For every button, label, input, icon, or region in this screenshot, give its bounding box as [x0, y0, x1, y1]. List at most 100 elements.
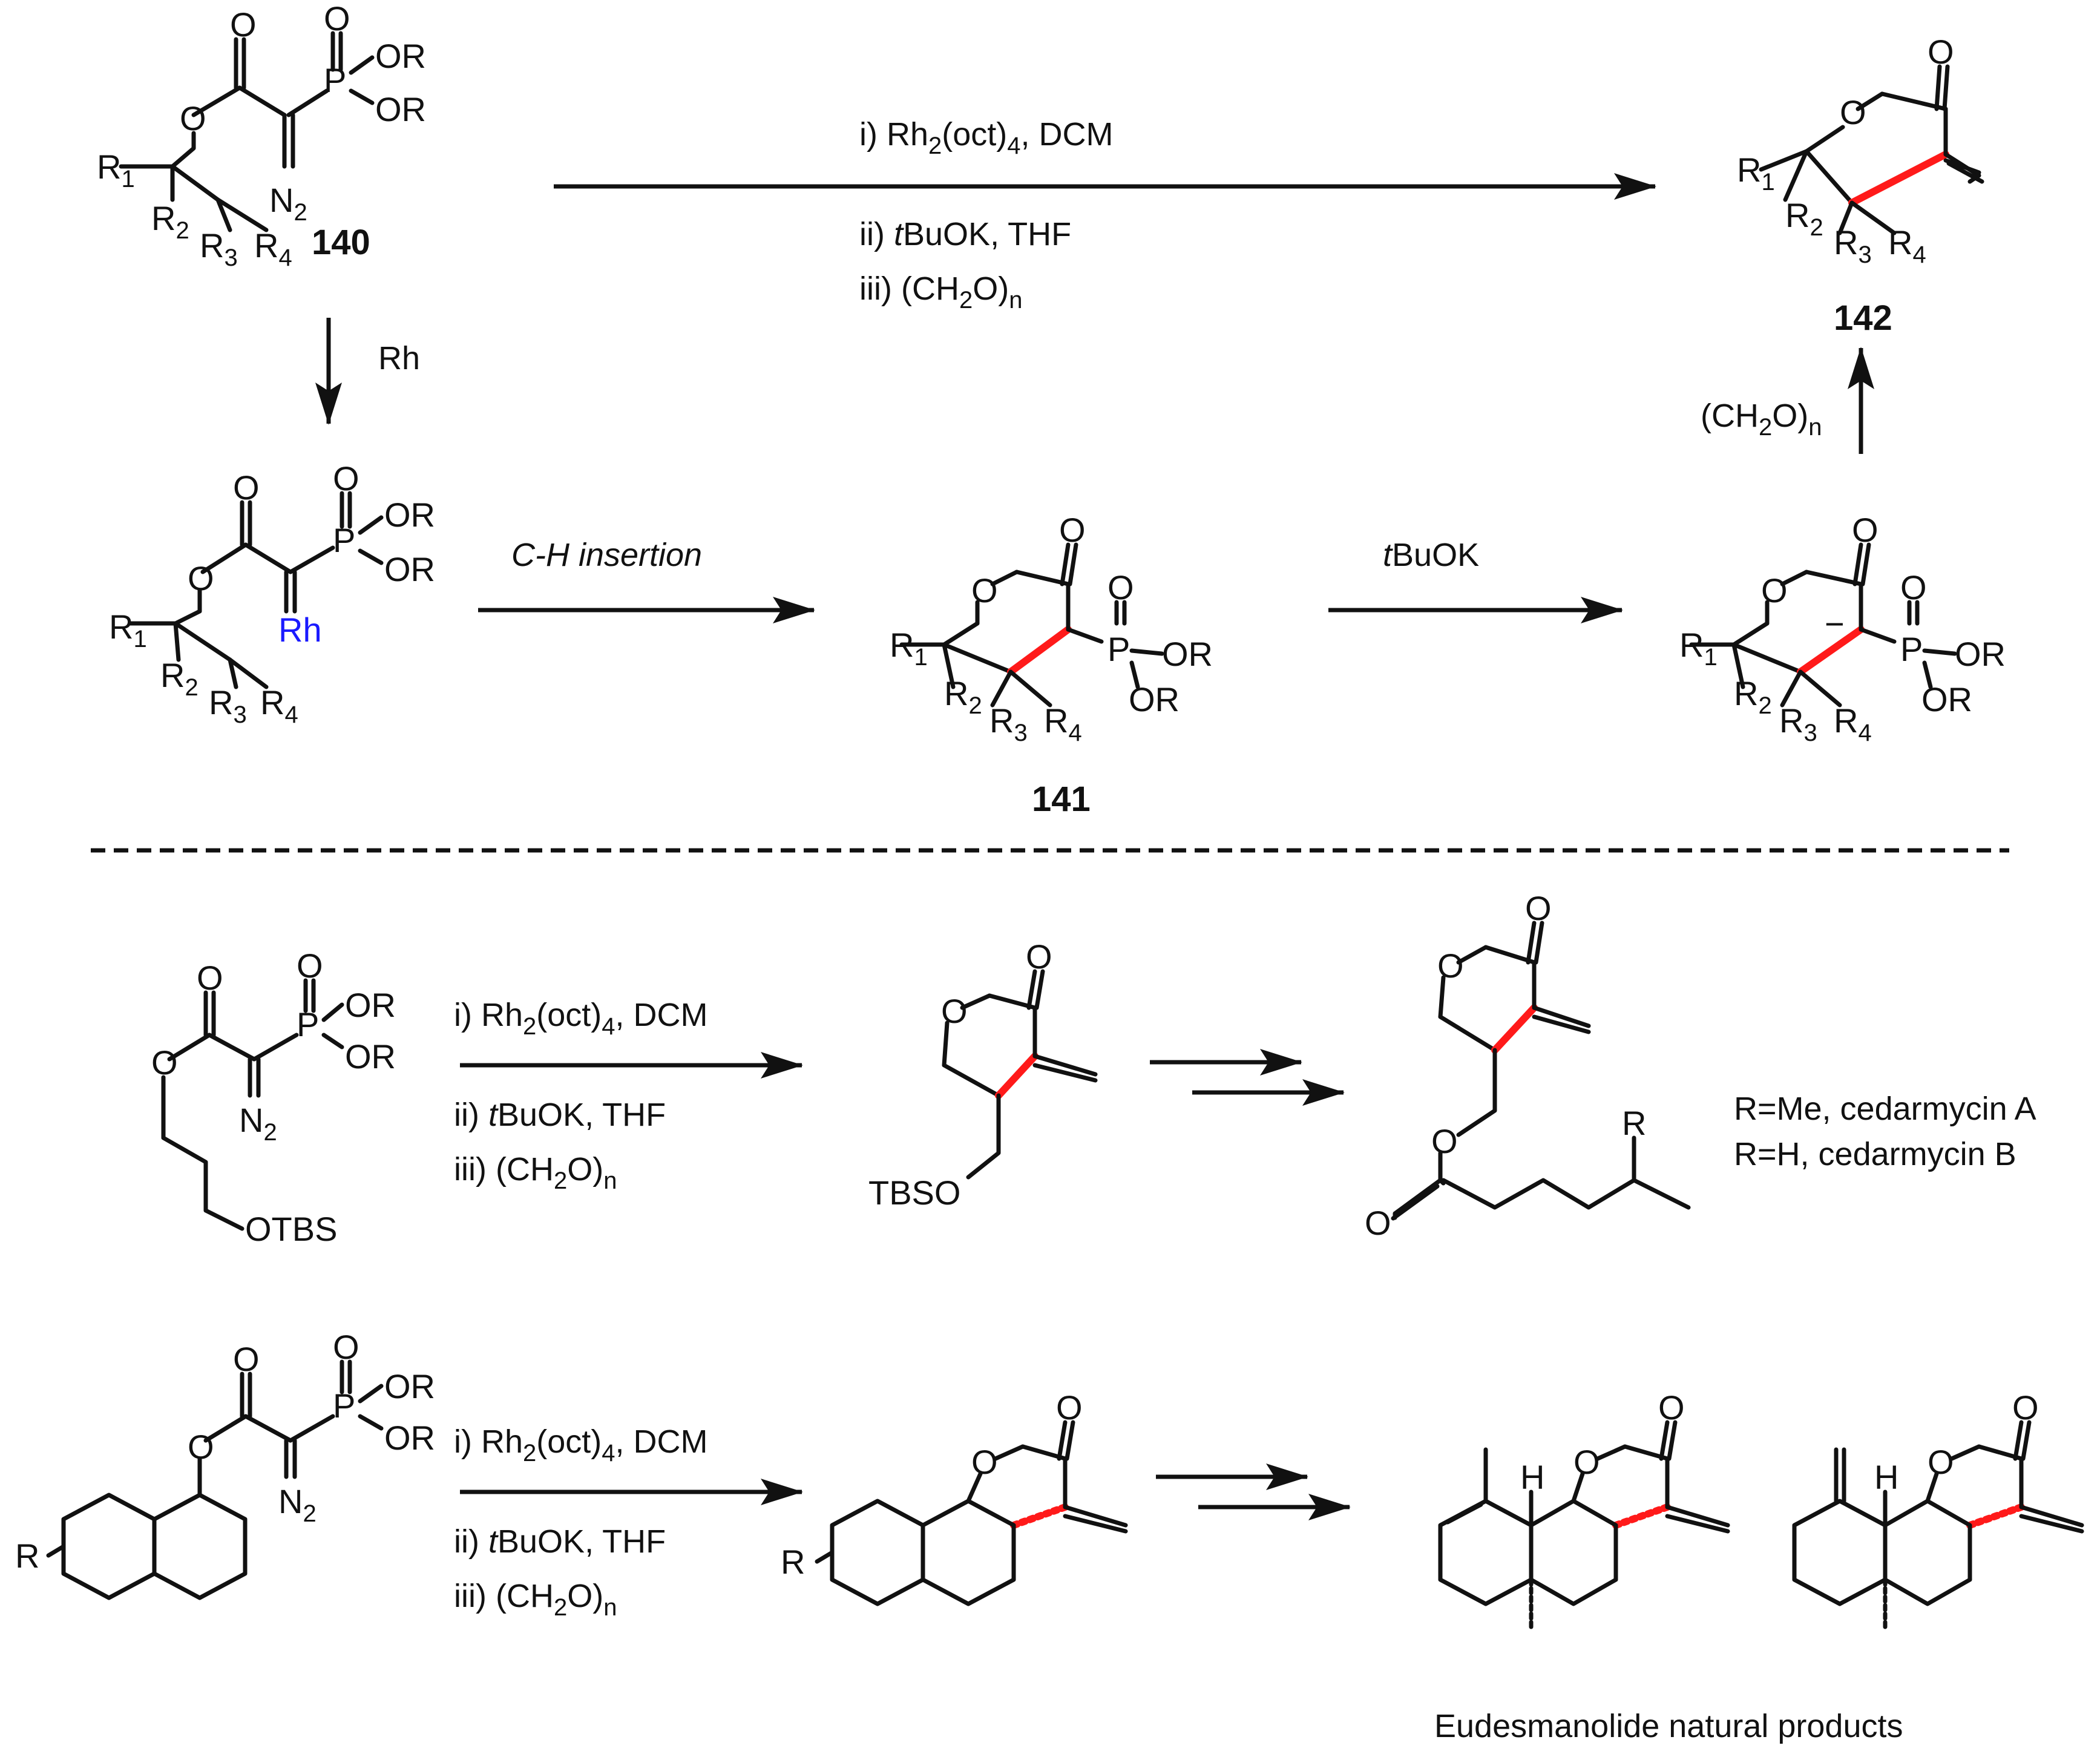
atom-o-carbonyl-anion: O [1852, 511, 1879, 549]
compound-label-141: 141 [1032, 780, 1091, 819]
atom-r-decalin: R [15, 1537, 39, 1575]
atom-o-ester-cedar: O [1431, 1122, 1458, 1160]
atom-r1-140: R1 [97, 148, 135, 192]
atom-p-anion: P [1900, 630, 1923, 668]
atom-o-carbonyl-eud-2: O [2012, 1388, 2039, 1427]
atom-o-ring-142: O [1840, 93, 1866, 131]
atom-r2-142: R2 [1785, 196, 1823, 241]
multistep-arrow-eudesmanolide [1156, 1463, 1351, 1520]
atom-o-carbonyl-otbs: O [197, 959, 223, 997]
atom-o-phosphoryl-anion: O [1900, 568, 1927, 606]
atom-o-ring-141: O [971, 571, 998, 609]
atom-p-140: P [324, 61, 346, 99]
label-cedarmycin-a: R=Me, cedarmycin A [1734, 1091, 2036, 1127]
atom-or-2-140: OR [375, 90, 426, 128]
atom-o-carbonyl-cedar: O [1525, 889, 1552, 927]
atom-or-1-anion: OR [1955, 635, 2006, 673]
condition-ch-insertion: C-H insertion [511, 537, 702, 573]
decalin-methylene-lactone: O O R [781, 1388, 1128, 1606]
atom-r4-anion: R4 [1834, 701, 1872, 746]
condition-eud-step-2: ii) tBuOK, THF [454, 1523, 666, 1560]
atom-n2-otbs: N2 [239, 1101, 277, 1146]
tbso-methylene-lactone: O O TBSO [868, 938, 1098, 1212]
top-reaction-arrow: i) Rh2(oct)4, DCM ii) tBuOK, THF iii) (C… [554, 116, 1656, 314]
atom-o-carbonyl-142: O [1928, 33, 1954, 71]
condition-cedar-step-2: ii) tBuOK, THF [454, 1097, 666, 1133]
atom-o-carbonyl-tbso-lactone: O [1026, 938, 1052, 976]
condition-cedar-step-3: iii) (CH2O)n [454, 1151, 617, 1194]
atom-r2-anion: R2 [1734, 674, 1772, 719]
atom-r1-142: R1 [1737, 151, 1775, 195]
cedarmycin-step-arrow: i) Rh2(oct)4, DCM ii) tBuOK, THF iii) (C… [454, 997, 803, 1194]
atom-r3-anion: R3 [1779, 701, 1817, 746]
condition-eud-step-3: iii) (CH2O)n [454, 1578, 617, 1621]
rhodium-carbenoid: O O O P OR OR Rh R1 R2 R3 R4 [109, 459, 435, 728]
atom-r-decalin-lactone: R [781, 1543, 805, 1581]
atom-o-carbonyl-chain-cedar: O [1365, 1204, 1391, 1242]
ch-insertion-arrow: C-H insertion [478, 537, 815, 623]
atom-otbs: OTBS [245, 1210, 337, 1248]
atom-o-ester-otbs: O [151, 1043, 178, 1082]
atom-r4-140: R4 [254, 226, 292, 271]
atom-o-carbonyl-decalin: O [233, 1340, 260, 1378]
multistep-arrow-cedarmycin [1150, 1049, 1345, 1106]
atom-h-eud-2: H [1874, 1458, 1898, 1496]
atom-r3-carbenoid: R3 [209, 683, 247, 728]
atom-r3-141: R3 [989, 701, 1028, 746]
tbuok-arrow: tBuOK [1328, 537, 1623, 623]
atom-r1-carbenoid: R1 [109, 608, 147, 652]
atom-or-2-otbs: OR [345, 1037, 396, 1076]
cedarmycin-structure: O O O O R [1365, 889, 1691, 1242]
atom-r-cedar: R [1622, 1104, 1646, 1142]
atom-r2-140: R2 [151, 199, 189, 244]
atom-o-phosphoryl-decalin: O [333, 1328, 359, 1366]
anion-charge: − [1825, 605, 1845, 643]
compound-142: O O R1 R2 R3 R4 142 [1737, 33, 1984, 338]
atom-or-1-141: OR [1162, 635, 1213, 673]
otbs-diazo-substrate: O O O P OR OR N2 OTBS [151, 947, 396, 1248]
atom-o-carbonyl-141: O [1059, 511, 1086, 549]
atom-p-carbenoid: P [333, 521, 355, 559]
atom-o-ester-carbenoid: O [188, 559, 214, 597]
atom-o-ester-decalin: O [188, 1428, 214, 1466]
eudesmanolide-step-arrow: i) Rh2(oct)4, DCM ii) tBuOK, THF iii) (C… [454, 1424, 803, 1621]
atom-o-ring-anion: O [1761, 571, 1788, 609]
compound-141: O O O P OR OR R1 R2 R3 R4 141 [890, 511, 1213, 819]
condition-step-2: ii) tBuOK, THF [859, 216, 1071, 252]
ch2o-up-arrow: (CH2O)n [1701, 347, 1874, 454]
label-eudesmanolide: Eudesmanolide natural products [1434, 1708, 1903, 1744]
atom-o-phosphoryl-140: O [324, 0, 350, 38]
decalin-diazo-substrate: O O O P OR OR N2 R [15, 1328, 435, 1600]
atom-r1-anion: R1 [1679, 626, 1718, 671]
atom-r3-142: R3 [1834, 223, 1872, 268]
atom-r4-141: R4 [1044, 701, 1082, 746]
atom-r2-carbenoid: R2 [160, 656, 199, 701]
eudesmanolide-product-2: O O H [1792, 1388, 2084, 1631]
atom-p-141: P [1107, 630, 1130, 668]
atom-or-1-140: OR [375, 37, 426, 75]
atom-o-ring-tbso-lactone: O [941, 992, 968, 1030]
atom-or-2-anion: OR [1921, 680, 1972, 718]
condition-step-3: iii) (CH2O)n [859, 271, 1022, 314]
eudesmanolide-product-1: O O H [1438, 1388, 1730, 1631]
condition-step-1: i) Rh2(oct)4, DCM [859, 116, 1114, 159]
atom-o-ring-cedar: O [1437, 947, 1464, 985]
atom-or-1-carbenoid: OR [384, 496, 435, 534]
compound-label-142: 142 [1834, 298, 1892, 338]
atom-rh-carbenoid: Rh [278, 611, 322, 649]
atom-o-phosphoryl-otbs: O [297, 947, 323, 985]
label-cedarmycin-b: R=H, cedarmycin B [1734, 1136, 2016, 1172]
atom-o-ester-140: O [180, 99, 206, 137]
atom-p-otbs: P [297, 1005, 319, 1043]
atom-o-ring-eud-1: O [1573, 1443, 1600, 1481]
atom-n2-140: N2 [269, 181, 307, 226]
anion-intermediate: O O − O P OR OR R1 R2 R3 R4 [1679, 511, 2006, 746]
atom-or-2-141: OR [1129, 680, 1180, 718]
atom-o-carbonyl-decalin-lactone: O [1056, 1388, 1083, 1427]
atom-or-2-carbenoid: OR [384, 550, 435, 588]
compound-label-140: 140 [312, 223, 370, 262]
atom-r4-carbenoid: R4 [260, 683, 298, 728]
atom-p-decalin: P [333, 1387, 355, 1425]
atom-tbso: TBSO [868, 1174, 960, 1212]
